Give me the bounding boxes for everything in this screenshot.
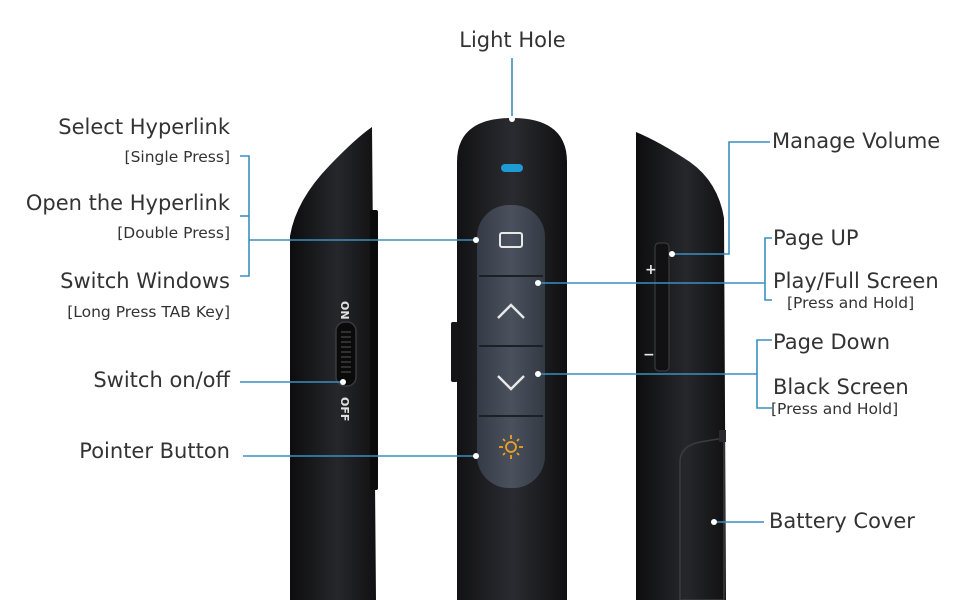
volume-line <box>672 141 770 255</box>
switch-off-label: OFF <box>338 397 351 421</box>
leader-dots <box>340 116 717 525</box>
volume-minus-label: − <box>643 347 655 363</box>
leader-lines <box>240 58 772 523</box>
left-device-body <box>290 127 376 600</box>
page-up-bracket <box>764 237 772 301</box>
press-hold-label-2: [Press and Hold] <box>771 400 899 418</box>
chevron-down-icon <box>497 375 525 391</box>
right-device-body <box>636 132 726 600</box>
right-clip <box>719 430 726 442</box>
switch-on-label: ON <box>338 301 351 320</box>
play-full-screen-label: Play/Full Screen <box>773 269 939 293</box>
tab-window-icon <box>499 232 523 248</box>
press-hold-label-1: [Press and Hold] <box>787 294 915 312</box>
laser-pointer-icon <box>499 435 523 459</box>
page-up-label: Page UP <box>773 226 859 250</box>
status-led <box>501 164 523 172</box>
page-down-label: Page Down <box>773 330 891 354</box>
manage-volume-label: Manage Volume <box>772 129 941 153</box>
select-hyperlink-label: Select Hyperlink <box>58 115 230 139</box>
battery-cover-outline <box>679 437 725 600</box>
pointer-button-label: Pointer Button <box>79 439 230 463</box>
long-press-tab-label: [Long Press TAB Key] <box>67 303 230 321</box>
page-down-bracket <box>756 339 772 409</box>
black-screen-label: Black Screen <box>773 375 909 399</box>
double-press-label: [Double Press] <box>117 224 230 242</box>
center-device <box>451 118 567 600</box>
switch-windows-label: Switch Windows <box>60 269 230 293</box>
open-hyperlink-label: Open the Hyperlink <box>25 191 230 215</box>
center-side-nub <box>451 322 458 382</box>
onoff-switch-slot <box>335 321 357 387</box>
left-device: ON OFF <box>290 127 378 600</box>
volume-rocker <box>654 242 670 372</box>
onoff-switch-ridges <box>341 331 351 373</box>
right-device: + − <box>636 132 726 600</box>
light-hole-label: Light Hole <box>459 28 566 52</box>
battery-cover-label: Battery Cover <box>769 509 915 533</box>
single-press-label: [Single Press] <box>124 148 230 166</box>
switch-onoff-label: Switch on/off <box>93 368 230 392</box>
chevron-up-icon <box>497 303 525 319</box>
volume-plus-label: + <box>645 262 657 278</box>
left-side-edge <box>370 210 378 490</box>
